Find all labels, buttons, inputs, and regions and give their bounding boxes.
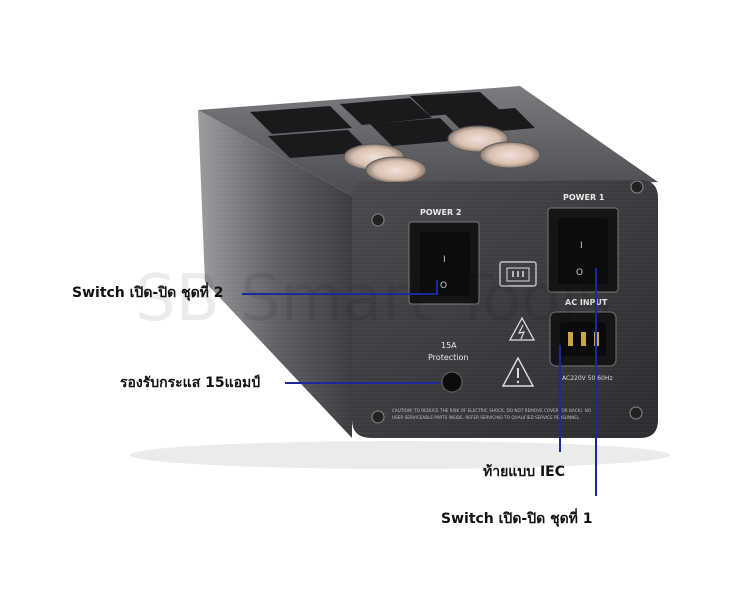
copper-outlets	[343, 125, 541, 184]
callout-switch-2: Switch เปิด-ปิด ชุดที่ 2	[72, 285, 224, 301]
lightning-warning-icon	[508, 316, 536, 341]
protection-amp-label: 15A	[441, 341, 457, 350]
callout-fuse: รองรับกระแส 15แอมป์	[120, 375, 261, 391]
fuse-holder[interactable]	[441, 371, 463, 393]
power2-on-mark: I	[443, 255, 446, 265]
outlet-copper	[479, 141, 541, 169]
exclamation-warning-icon	[501, 356, 535, 387]
power1-label: POWER 1	[563, 193, 605, 202]
iec-symbol-icon	[499, 261, 537, 287]
top-outlets	[250, 92, 535, 158]
callout-iec: ท้ายแบบ IEC	[483, 464, 566, 480]
protection-label: Protection	[428, 353, 468, 362]
power1-off-mark: O	[576, 268, 583, 278]
watermark: SB Smart Tools	[135, 262, 611, 336]
power1-switch[interactable]	[558, 218, 608, 284]
rating-label: AC220V 50/60Hz	[562, 375, 613, 382]
caution-line-1: CAUTION! TO REDUCE THE RISK OF ELECTRIC …	[392, 408, 592, 413]
power2-switch[interactable]	[420, 232, 470, 296]
power2-label: POWER 2	[420, 208, 461, 217]
callout-lines	[242, 268, 597, 496]
power2-off-mark: O	[440, 281, 447, 291]
outlet-copper	[365, 156, 427, 184]
screws	[371, 180, 644, 424]
ac-input-label: AC INPUT	[565, 298, 608, 307]
power1-on-mark: I	[580, 241, 583, 251]
floor-shadow	[130, 441, 670, 469]
caution-line-2: USER SERVICEABLE PARTS INSIDE. REFER SER…	[392, 415, 581, 420]
callout-switch-1: Switch เปิด-ปิด ชุดที่ 1	[441, 511, 593, 527]
